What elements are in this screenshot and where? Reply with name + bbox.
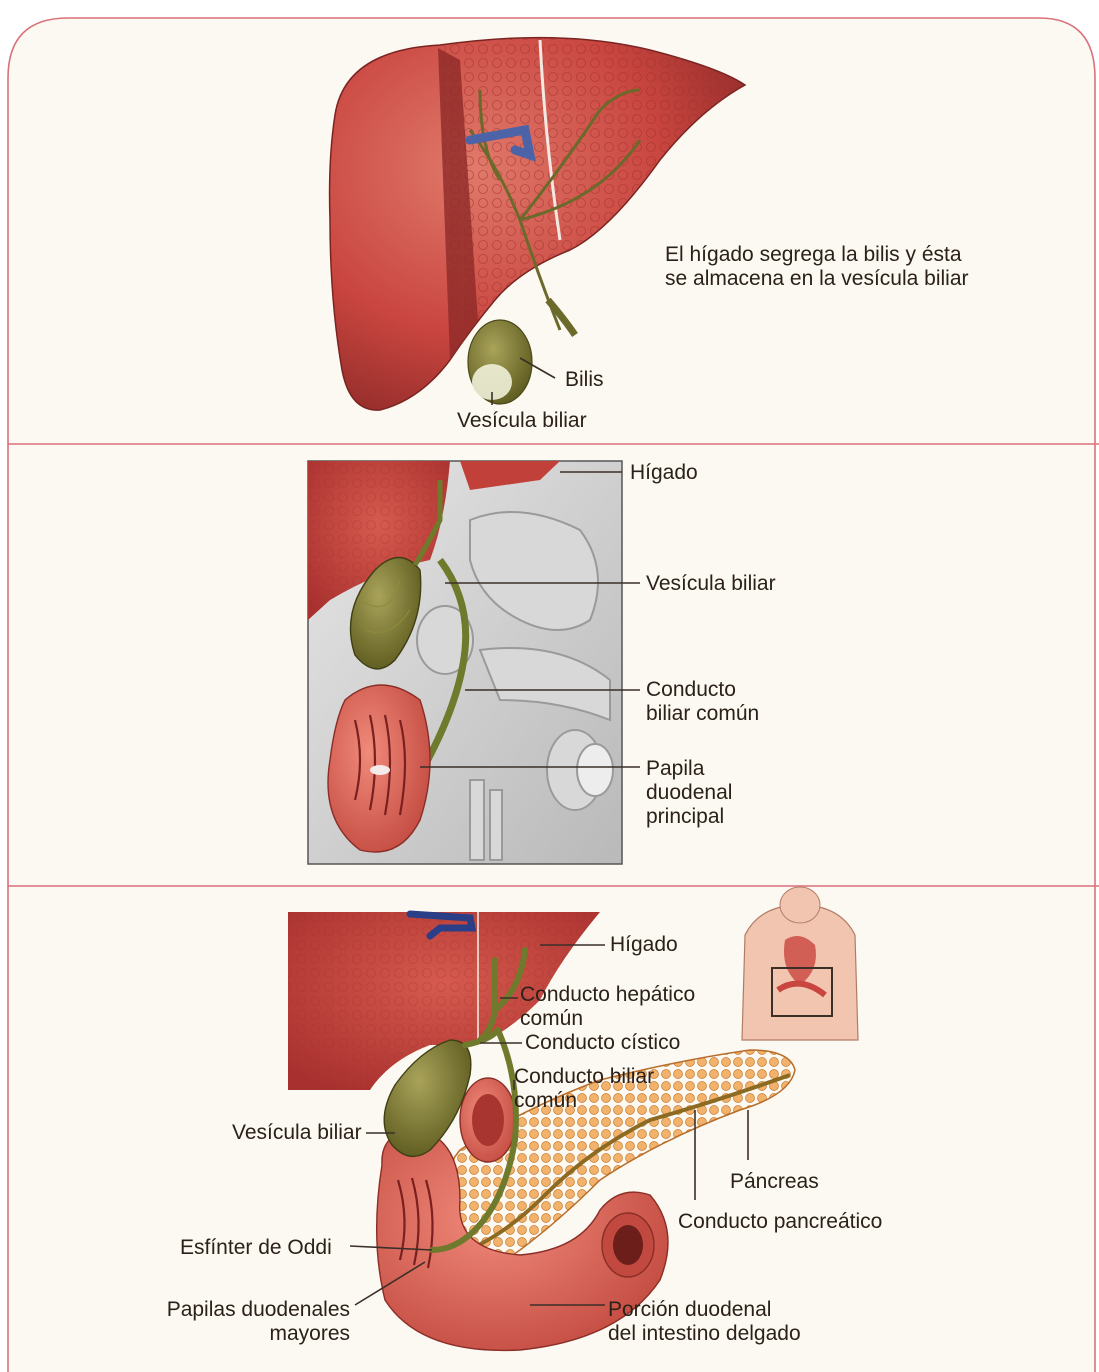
label-higado-2: Hígado [630,461,698,485]
caption-panel1: El hígado segrega la bilis y ésta se alm… [665,243,969,291]
label-vesicula-biliar-3: Vesícula biliar [232,1121,362,1145]
label-vesicula-biliar-2: Vesícula biliar [646,572,776,596]
label-pancreas: Páncreas [730,1170,819,1194]
label-papilas-duodenales-mayores: Papilas duodenales mayores [160,1298,350,1346]
label-conducto-pancreatico: Conducto pancreático [678,1210,882,1234]
label-vesicula-biliar-1: Vesícula biliar [457,409,587,433]
label-conducto-biliar-comun-2: Conducto biliar común [646,678,759,726]
label-esfinter-de-oddi: Esfínter de Oddi [180,1236,332,1260]
label-bilis: Bilis [565,368,604,392]
label-conducto-cistico: Conducto cístico [525,1031,680,1055]
label-conducto-biliar-comun-3: Conducto biliar común [514,1065,654,1113]
label-conducto-hepatico-comun: Conducto hepático común [520,983,695,1031]
label-porcion-duodenal: Porción duodenal del intestino delgado [608,1298,801,1346]
label-higado-3: Hígado [610,933,678,957]
label-papila-duodenal-2: Papila duodenal principal [646,757,732,829]
biliary-section-illustration [308,461,622,864]
